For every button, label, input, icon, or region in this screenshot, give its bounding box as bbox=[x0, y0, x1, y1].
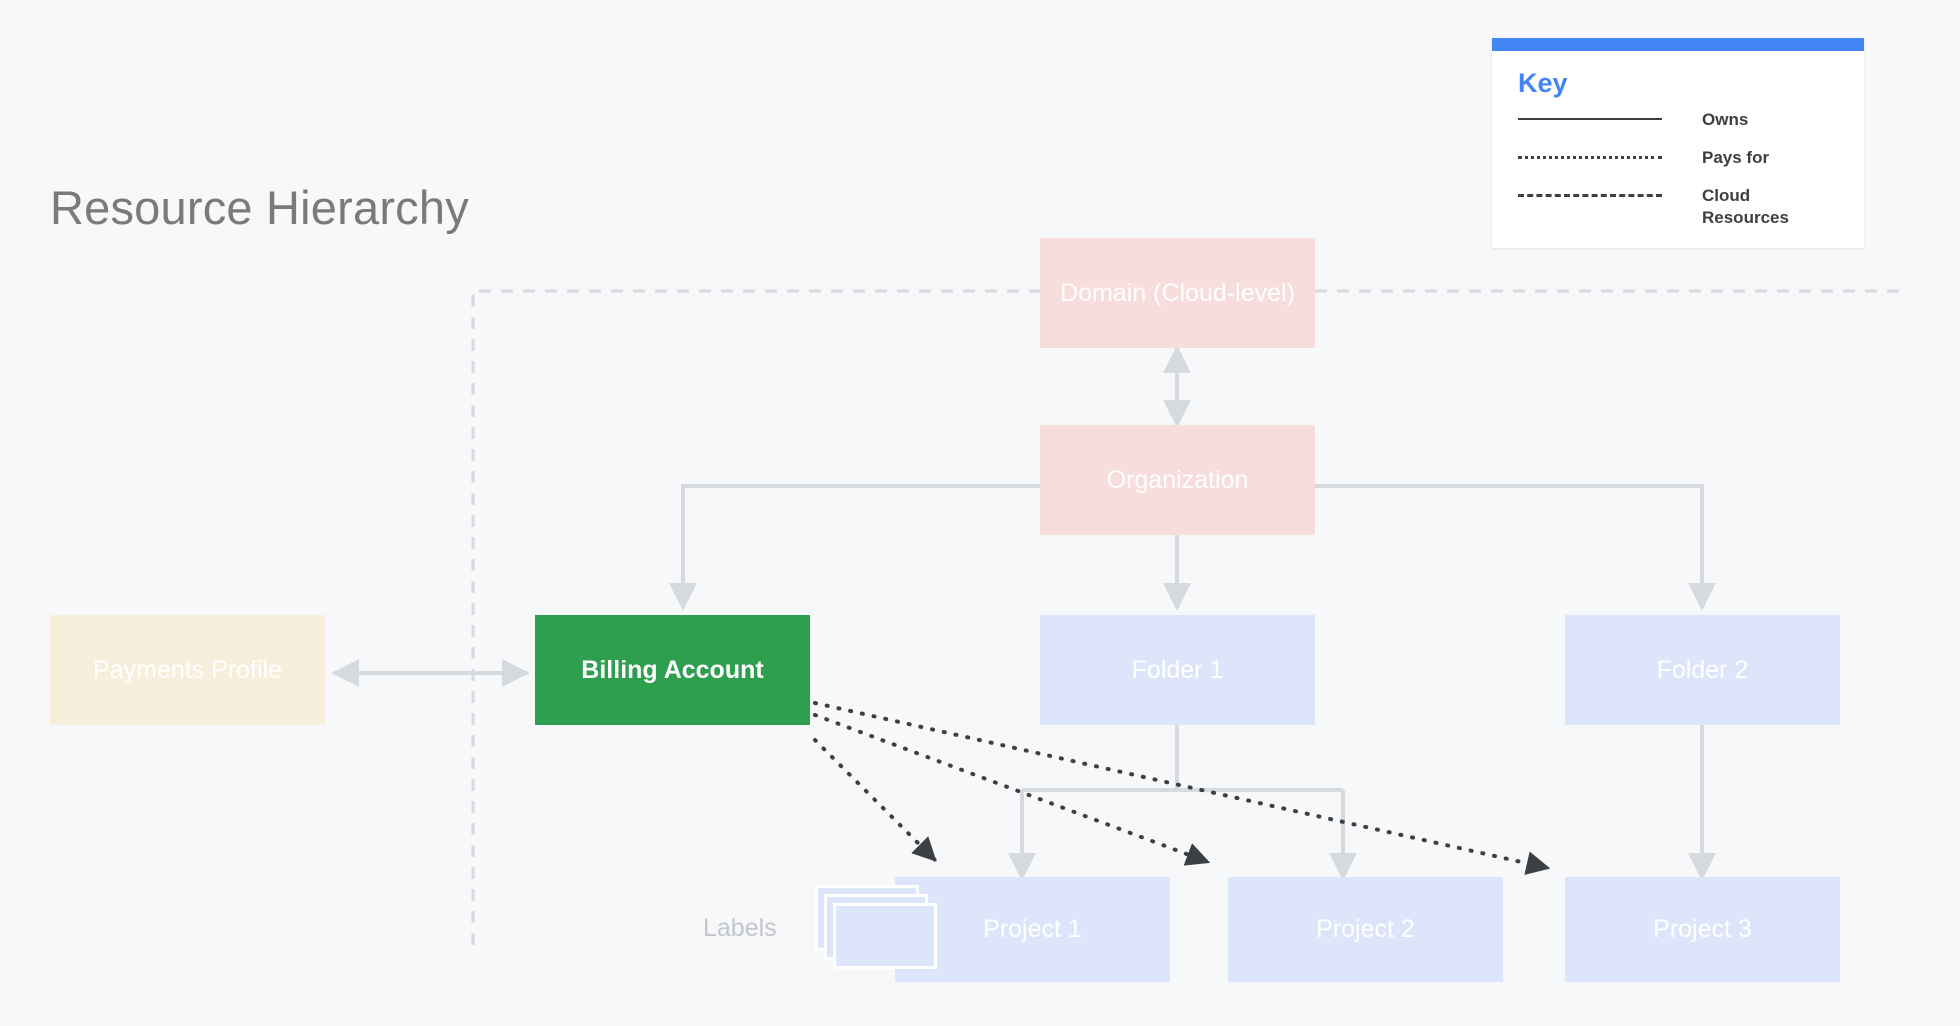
node-billing-account[interactable]: Billing Account bbox=[535, 615, 810, 725]
dotted-line-icon bbox=[1518, 147, 1662, 167]
node-folder-1-label: Folder 1 bbox=[1131, 655, 1224, 684]
key-accent-bar bbox=[1492, 38, 1864, 51]
node-folder-2[interactable]: Folder 2 bbox=[1565, 615, 1840, 725]
node-domain[interactable]: Domain (Cloud-level) bbox=[1040, 238, 1315, 348]
edge-billing-account-project-1 bbox=[813, 738, 937, 862]
key-legend: Key Owns Pays for Cloud Resources bbox=[1492, 38, 1864, 248]
node-folder-1[interactable]: Folder 1 bbox=[1040, 615, 1315, 725]
node-project-2-label: Project 2 bbox=[1316, 915, 1415, 943]
key-label-pays-for: Pays for bbox=[1702, 148, 1770, 168]
key-row-pays-for: Pays for bbox=[1518, 147, 1838, 173]
node-organization[interactable]: Organization bbox=[1040, 425, 1315, 535]
node-project-2[interactable]: Project 2 bbox=[1228, 877, 1503, 982]
key-label-cloud-resources: Cloud Resources bbox=[1702, 186, 1789, 227]
label-card-stack[interactable] bbox=[815, 885, 937, 969]
label-card-front bbox=[833, 903, 937, 969]
edge-organization-billing-account bbox=[669, 484, 1040, 611]
page-title: Resource Hierarchy bbox=[50, 181, 469, 234]
node-payments-profile[interactable]: Payments Profile bbox=[50, 615, 325, 725]
key-row-owns: Owns bbox=[1518, 109, 1838, 135]
node-project-1[interactable]: Project 1 bbox=[895, 877, 1170, 982]
node-organization-label: Organization bbox=[1106, 465, 1249, 494]
edge-organization-folder-2 bbox=[1315, 484, 1716, 611]
edge-billing-account-project-2 bbox=[813, 713, 1211, 866]
key-row-cloud-resources: Cloud Resources bbox=[1518, 185, 1838, 228]
node-payments-profile-label: Payments Profile bbox=[93, 655, 282, 684]
edge-folder-1-projects bbox=[1008, 723, 1357, 881]
node-project-3[interactable]: Project 3 bbox=[1565, 877, 1840, 982]
key-label-owns: Owns bbox=[1702, 110, 1749, 130]
node-project-3-label: Project 3 bbox=[1653, 915, 1752, 943]
dashed-line-icon bbox=[1518, 185, 1662, 205]
node-project-1-label: Project 1 bbox=[983, 915, 1082, 943]
labels-caption: Labels bbox=[703, 914, 777, 942]
node-billing-account-label: Billing Account bbox=[581, 655, 764, 684]
key-title: Key bbox=[1518, 68, 1568, 98]
edge-billing-account-project-3 bbox=[813, 701, 1551, 875]
solid-line-icon bbox=[1518, 109, 1662, 129]
node-folder-2-label: Folder 2 bbox=[1656, 655, 1749, 684]
node-domain-label: Domain (Cloud-level) bbox=[1060, 278, 1295, 307]
